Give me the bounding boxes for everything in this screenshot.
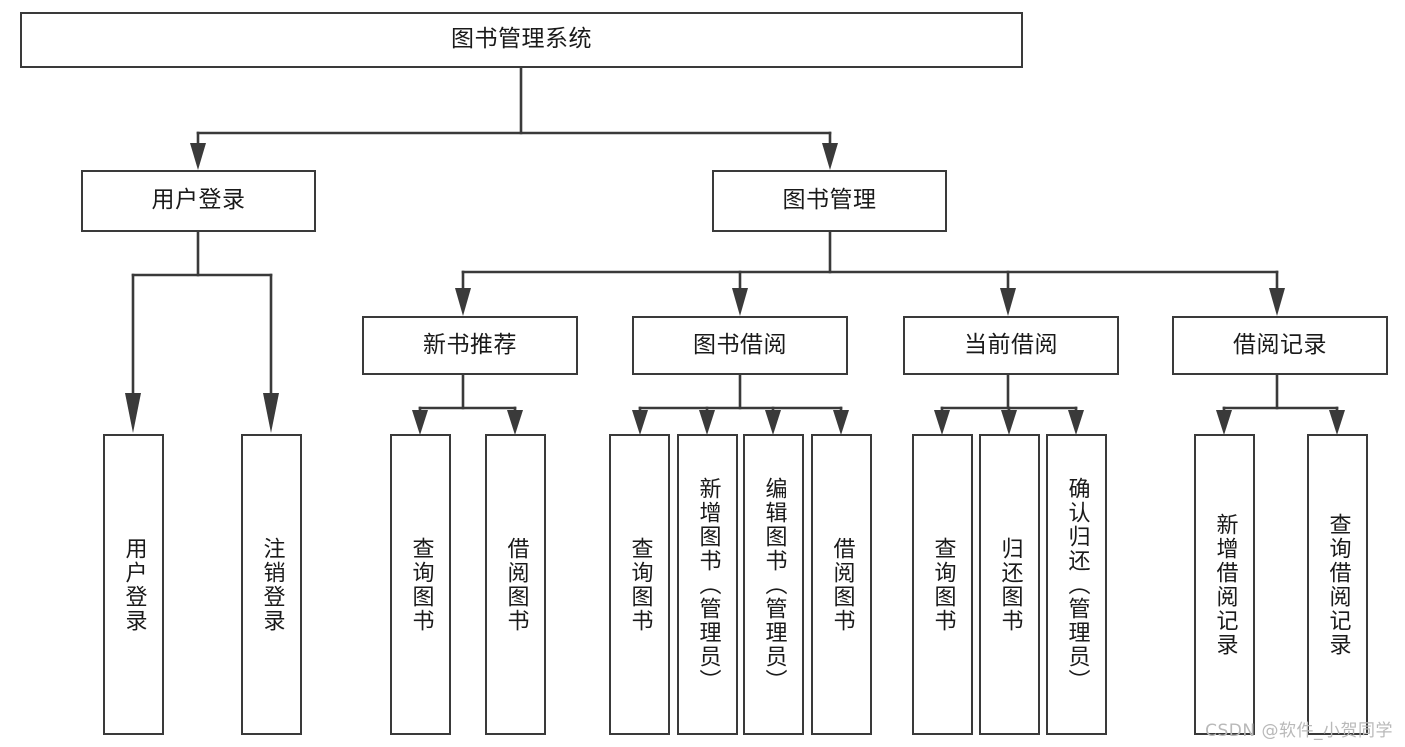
node-leaf-logout[interactable]: 注销登录 [241, 434, 302, 735]
arrowhead-leaf-add-book [699, 410, 715, 435]
node-leaf-edit-book[interactable]: 编辑图书（管理员） [743, 434, 804, 735]
node-leaf-add-record[interactable]: 新增借阅记录 [1194, 434, 1255, 735]
node-leaf-user-login[interactable]: 用户登录 [103, 434, 164, 735]
arrowhead-leaf-confirm-return [1068, 410, 1084, 435]
arrowhead-leaf-borrow-book-2 [833, 410, 849, 435]
node-current-borrow[interactable]: 当前借阅 [903, 316, 1119, 375]
node-leaf-borrow-book-2-label: 借阅图书 [829, 536, 855, 633]
node-book-manage-label: 图书管理 [782, 187, 877, 214]
node-leaf-return-book[interactable]: 归还图书 [979, 434, 1040, 735]
arrowhead-leaf-query-book-2 [632, 410, 648, 435]
node-leaf-query-book-2[interactable]: 查询图书 [609, 434, 670, 735]
arrowhead-leaf-user-login [125, 393, 141, 433]
node-new-book-recommend[interactable]: 新书推荐 [362, 316, 578, 375]
node-leaf-add-book-label: 新增图书（管理员） [695, 476, 721, 693]
arrowhead-user-login [190, 143, 206, 170]
node-book-manage[interactable]: 图书管理 [712, 170, 947, 232]
node-leaf-edit-book-label: 编辑图书（管理员） [761, 476, 787, 693]
node-borrow-record[interactable]: 借阅记录 [1172, 316, 1388, 375]
node-book-borrow[interactable]: 图书借阅 [632, 316, 848, 375]
node-leaf-query-book-2-label: 查询图书 [627, 536, 653, 633]
node-leaf-query-record-label: 查询借阅记录 [1325, 512, 1351, 657]
watermark-text: CSDN @软件_小贺同学 [1205, 721, 1393, 741]
node-leaf-query-book-3-label: 查询图书 [930, 536, 956, 633]
arrowhead-leaf-edit-book [765, 410, 781, 435]
node-leaf-borrow-book-1[interactable]: 借阅图书 [485, 434, 546, 735]
node-leaf-confirm-return-label: 确认归还（管理员） [1064, 476, 1090, 693]
arrowhead-current-borrow [1000, 288, 1016, 316]
arrowhead-book-manage [822, 143, 838, 170]
arrowhead-new-book-recommend [455, 288, 471, 316]
node-borrow-record-label: 借阅记录 [1233, 331, 1327, 358]
node-leaf-query-book-1-label: 查询图书 [408, 536, 434, 633]
node-leaf-confirm-return[interactable]: 确认归还（管理员） [1046, 434, 1107, 735]
arrowhead-book-borrow [732, 288, 748, 316]
arrowhead-leaf-return-book [1001, 410, 1017, 435]
node-leaf-add-book[interactable]: 新增图书（管理员） [677, 434, 738, 735]
node-user-login[interactable]: 用户登录 [81, 170, 316, 232]
node-user-login-label: 用户登录 [151, 187, 246, 214]
arrowhead-borrow-record [1269, 288, 1285, 316]
node-root[interactable]: 图书管理系统 [20, 12, 1023, 68]
node-leaf-add-record-label: 新增借阅记录 [1212, 512, 1238, 657]
node-leaf-logout-label: 注销登录 [259, 536, 285, 633]
node-leaf-user-login-label: 用户登录 [121, 536, 147, 633]
node-leaf-query-record[interactable]: 查询借阅记录 [1307, 434, 1368, 735]
node-leaf-borrow-book-1-label: 借阅图书 [503, 536, 529, 633]
node-leaf-query-book-1[interactable]: 查询图书 [390, 434, 451, 735]
node-leaf-borrow-book-2[interactable]: 借阅图书 [811, 434, 872, 735]
node-book-borrow-label: 图书借阅 [693, 331, 787, 358]
arrowhead-leaf-borrow-book-1 [507, 410, 523, 435]
arrowhead-leaf-query-book-3 [934, 410, 950, 435]
node-leaf-query-book-3[interactable]: 查询图书 [912, 434, 973, 735]
arrowhead-leaf-query-book-1 [412, 410, 428, 435]
node-current-borrow-label: 当前借阅 [964, 331, 1058, 358]
node-leaf-return-book-label: 归还图书 [997, 536, 1023, 633]
arrowhead-leaf-add-record [1216, 410, 1232, 435]
node-new-book-recommend-label: 新书推荐 [423, 331, 517, 358]
node-root-label: 图书管理系统 [451, 26, 592, 53]
arrowhead-leaf-query-record [1329, 410, 1345, 435]
arrowhead-leaf-logout [263, 393, 279, 433]
